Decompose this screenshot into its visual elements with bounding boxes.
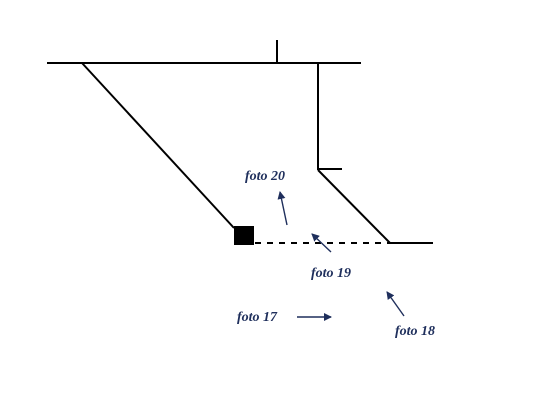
photo-arrows <box>277 191 405 321</box>
right-diagonal-line <box>317 169 391 244</box>
sketch-lines <box>47 40 433 244</box>
label-foto-17: foto 17 <box>237 310 278 325</box>
label-foto-19: foto 19 <box>311 266 351 281</box>
arrow-foto-19 <box>311 233 332 253</box>
left-diagonal-line <box>81 62 235 229</box>
label-foto-18: foto 18 <box>395 324 435 339</box>
arrow-foto-20 <box>277 191 288 226</box>
black-square-marker <box>234 226 254 245</box>
arrow-foto-18 <box>386 291 405 317</box>
label-foto-20: foto 20 <box>245 169 285 184</box>
